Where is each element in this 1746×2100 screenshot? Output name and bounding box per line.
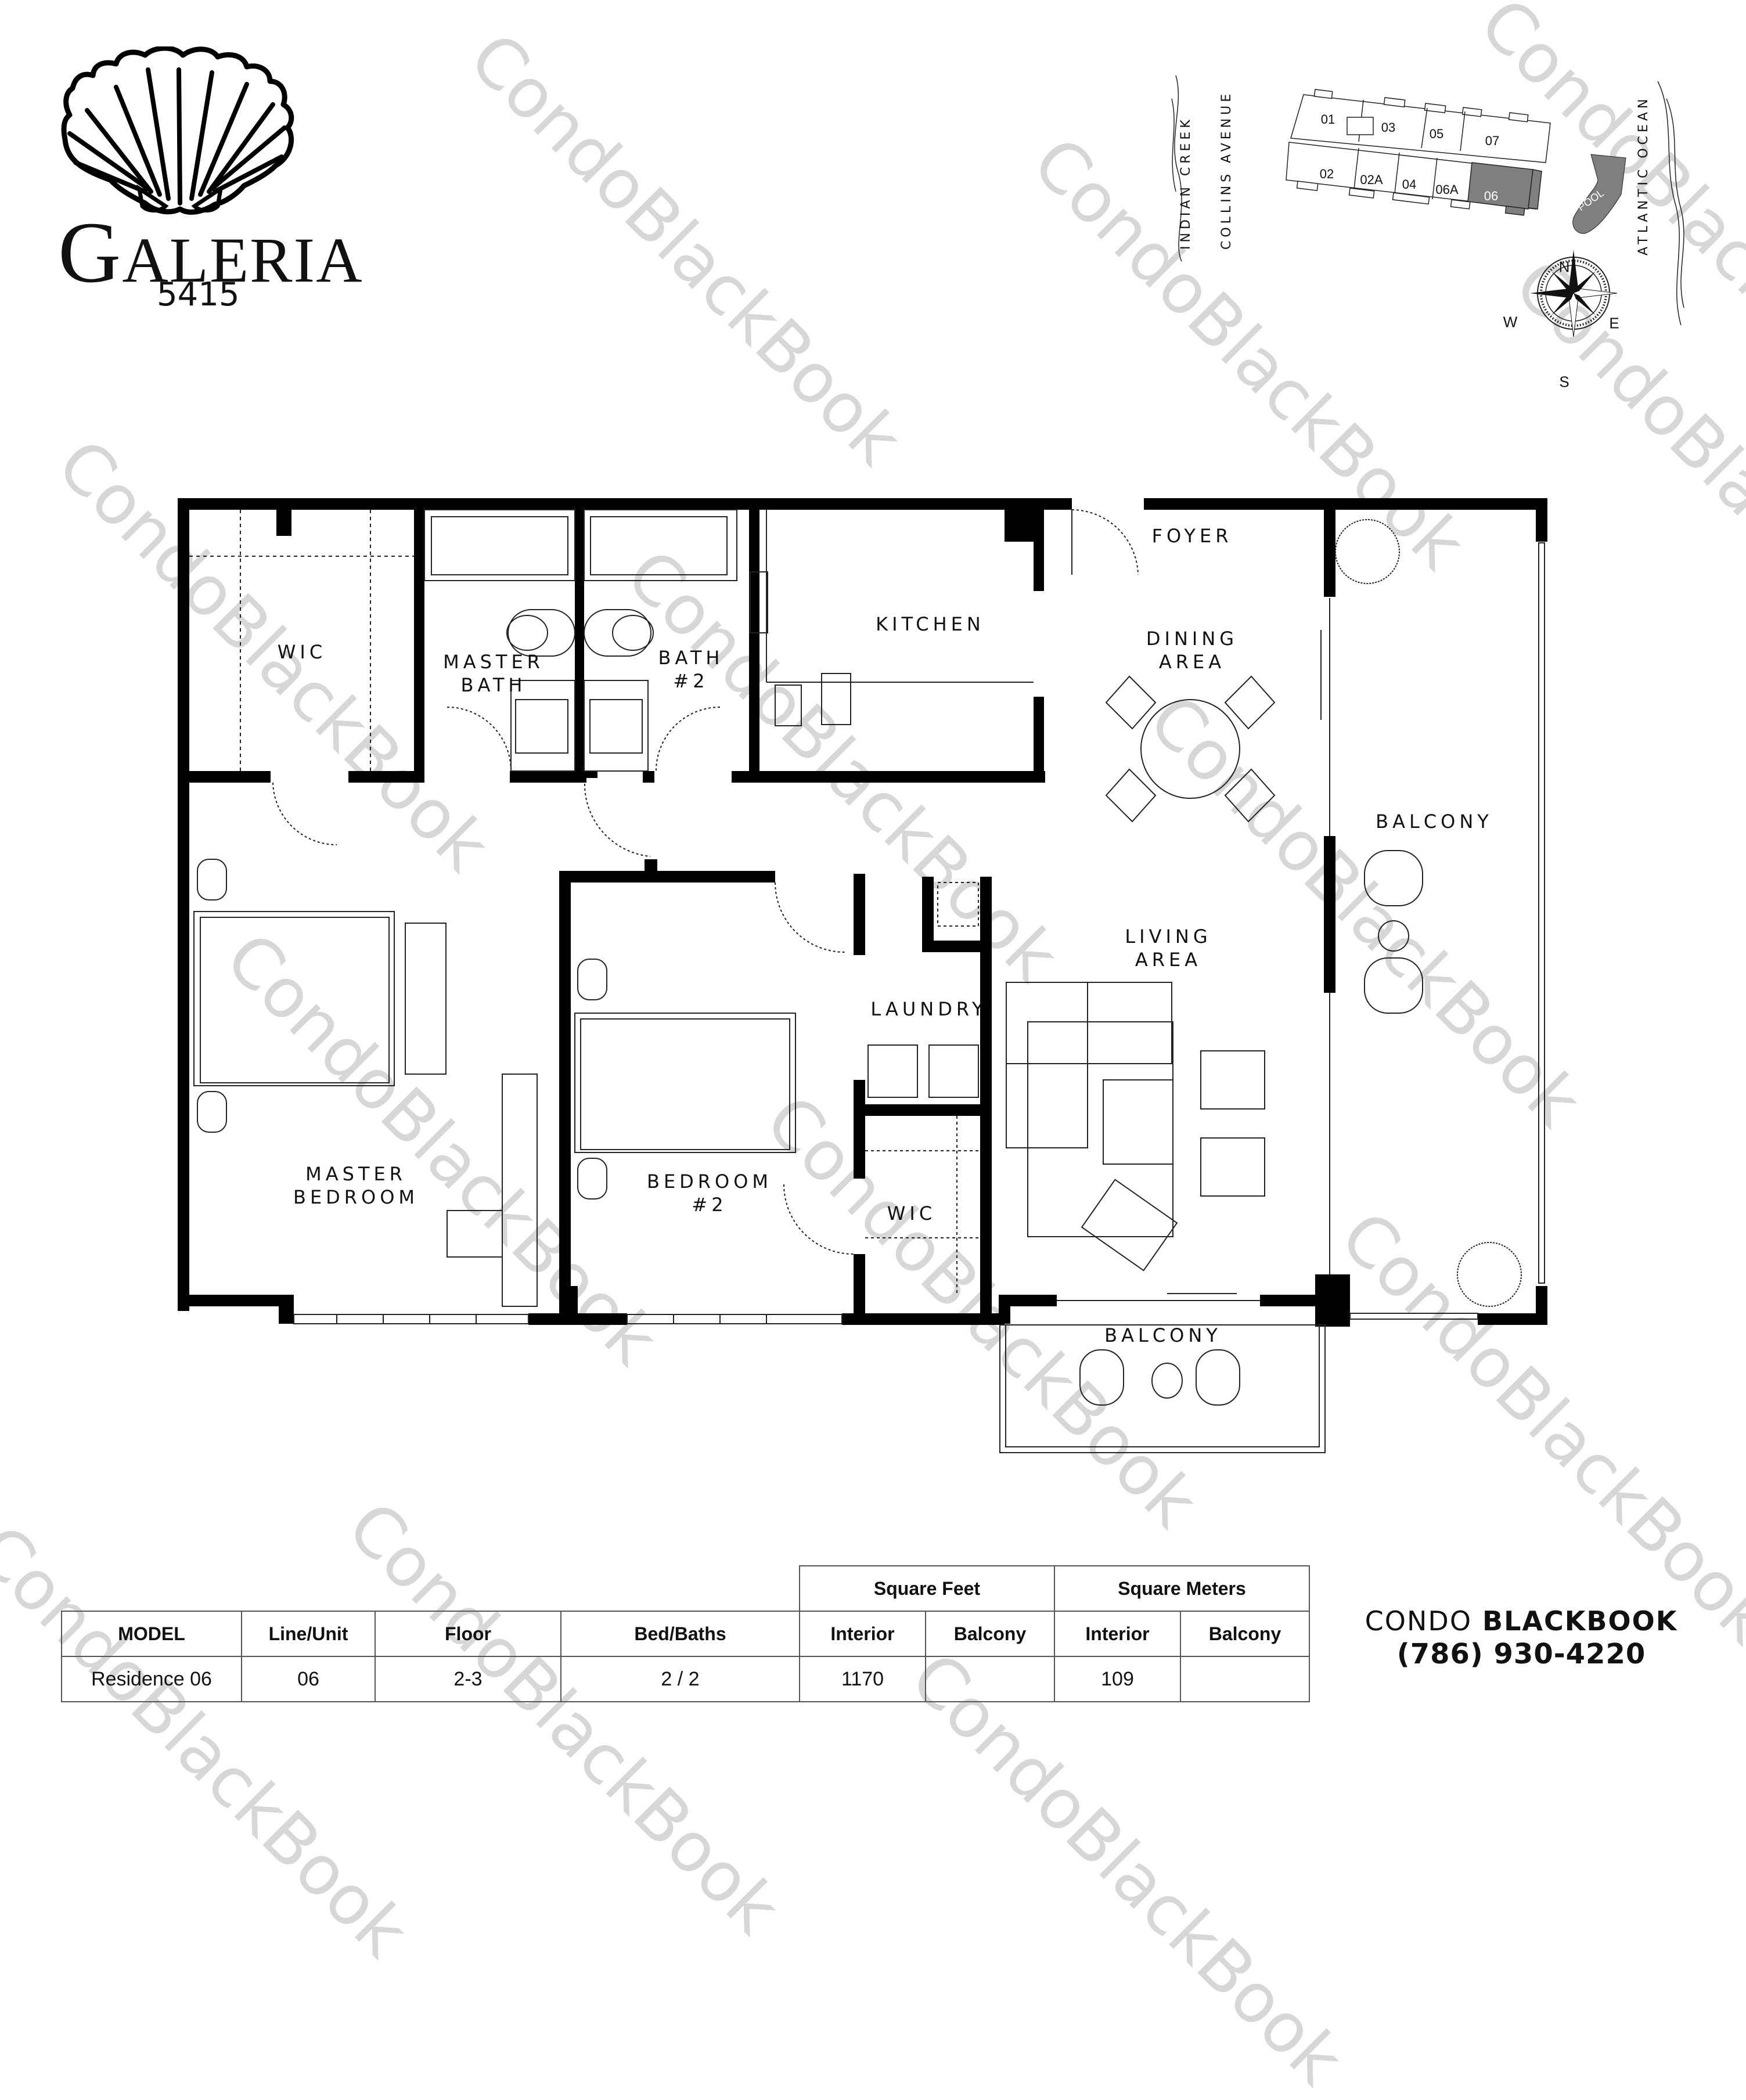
room-label-bedroom-2: BEDROOM #2 — [646, 1170, 773, 1216]
unit-spec-table: Square Feet Square Meters MODEL Line/Uni… — [61, 1565, 1310, 1702]
key-plan-map — [1171, 75, 1684, 337]
header-sqft-balcony: Balcony — [925, 1611, 1055, 1657]
room-label-master-bedroom: MASTER BEDROOM — [293, 1163, 419, 1208]
table-group-header-row: Square Feet Square Meters — [62, 1565, 1310, 1612]
header-bed-baths: Bed/Baths — [560, 1611, 800, 1657]
cell-sqft-balcony — [925, 1656, 1055, 1702]
cell-line-unit: 06 — [241, 1656, 376, 1702]
unit-label-06-highlighted: 06 — [1484, 189, 1499, 203]
compass-north: N — [1558, 258, 1570, 276]
cell-floor: 2-3 — [375, 1656, 561, 1702]
room-label-master-bath: MASTER BATH — [443, 651, 544, 696]
room-label-balcony-south: BALCONY — [1104, 1324, 1222, 1346]
brand-rest: ALERIA — [122, 225, 363, 296]
room-label-living-area: LIVING AREA — [1125, 925, 1212, 971]
header-sqm-interior: Interior — [1054, 1611, 1181, 1657]
table-column-header-row: MODEL Line/Unit Floor Bed/Baths Interior… — [61, 1611, 1310, 1657]
compass-west: W — [1503, 313, 1518, 331]
room-label-foyer: FOYER — [1151, 525, 1233, 547]
header-sqft-interior: Interior — [799, 1611, 926, 1657]
header-sqm-balcony: Balcony — [1180, 1611, 1310, 1657]
header-square-meters: Square Meters — [1054, 1565, 1310, 1612]
brand-number: 5415 — [157, 276, 240, 314]
room-label-wic-bedroom-2: WIC — [887, 1202, 937, 1224]
contact-phone[interactable]: (786) 930-4220 — [1396, 1638, 1646, 1670]
room-label-wic-master: WIC — [277, 641, 327, 663]
header-square-feet: Square Feet — [799, 1565, 1055, 1612]
unit-label-02a: 02A — [1360, 172, 1383, 187]
unit-label-01: 01 — [1320, 112, 1335, 127]
scallop-shell-icon — [61, 46, 294, 215]
cell-model: Residence 06 — [61, 1656, 242, 1702]
walls — [178, 498, 1547, 1327]
brand-bold: BLACKBOOK — [1482, 1605, 1678, 1637]
indian-creek-line — [1174, 75, 1182, 262]
table-row: Residence 06 06 2-3 2 / 2 1170 109 — [61, 1656, 1310, 1702]
unit-label-03: 03 — [1381, 120, 1396, 135]
compass-rose-icon — [1530, 250, 1618, 337]
cell-sqft-interior: 1170 — [799, 1656, 926, 1702]
header-model: MODEL — [61, 1611, 242, 1657]
cell-bed-baths: 2 / 2 — [560, 1656, 800, 1702]
unit-label-06a: 06A — [1435, 182, 1459, 197]
brand-initial: G — [58, 204, 123, 301]
room-label-laundry: LAUNDRY — [870, 998, 988, 1020]
brand-light: CONDO — [1365, 1605, 1473, 1637]
brand-name: GALERIA — [58, 209, 363, 296]
unit-label-05: 05 — [1429, 127, 1444, 141]
room-label-balcony-east: BALCONY — [1376, 811, 1493, 833]
galeria-logo: GALERIA 5415 — [52, 46, 362, 319]
header-line-unit: Line/Unit — [241, 1611, 376, 1657]
fixtures — [189, 509, 1545, 1453]
unit-label-04: 04 — [1402, 177, 1417, 192]
cell-sqm-balcony — [1180, 1656, 1310, 1702]
condo-blackbook-contact: CONDO BLACKBOOK (786) 930-4220 — [1330, 1605, 1713, 1670]
unit-label-02: 02 — [1319, 167, 1334, 181]
room-label-kitchen: KITCHEN — [876, 613, 985, 635]
compass-east: E — [1609, 314, 1619, 332]
cell-sqm-interior: 109 — [1054, 1656, 1181, 1702]
unit-label-07: 07 — [1485, 134, 1500, 148]
header-floor: Floor — [375, 1611, 561, 1657]
floor-plan — [178, 498, 1547, 1453]
room-label-bath-2: BATH #2 — [658, 647, 724, 692]
compass-south: S — [1559, 373, 1569, 391]
condo-blackbook-brand: CONDO BLACKBOOK — [1330, 1605, 1713, 1637]
room-label-dining-area: DINING AREA — [1146, 628, 1239, 673]
